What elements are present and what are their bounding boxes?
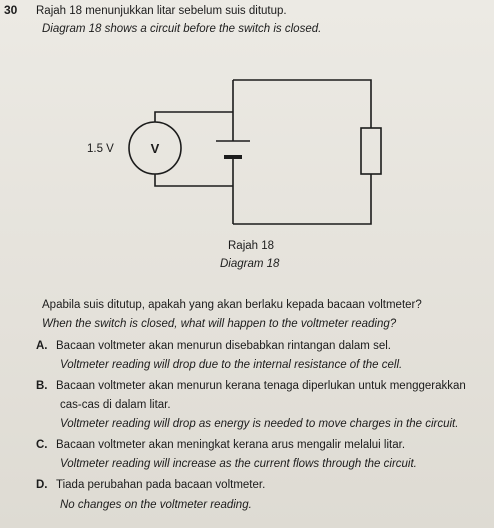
voltage-label: 1.5 V — [87, 143, 114, 155]
option-b-letter: B. — [36, 380, 48, 392]
option-a-letter: A. — [36, 340, 48, 352]
option-c-english: Voltmeter reading will increase as the c… — [60, 458, 417, 470]
option-b-malay-line1: Bacaan voltmeter akan menurun kerana ten… — [56, 380, 466, 392]
wire-bottom — [233, 174, 372, 225]
option-a-english: Voltmeter reading will drop due to the i… — [60, 359, 403, 371]
option-c-malay: Bacaan voltmeter akan meningkat kerana a… — [56, 439, 406, 451]
diagram-caption-malay: Rajah 18 — [228, 240, 275, 252]
resistor-icon — [360, 127, 382, 175]
option-d-english: No changes on the voltmeter reading. — [60, 499, 252, 511]
option-d-malay: Tiada perubahan pada bacaan voltmeter. — [56, 479, 266, 491]
wire-top — [233, 79, 372, 128]
option-c-letter: C. — [36, 439, 48, 451]
option-b[interactable]: B. Bacaan voltmeter akan menurun kerana t… — [36, 380, 466, 392]
question-stem-english: Diagram 18 shows a circuit before the sw… — [42, 23, 322, 35]
diagram-caption-english: Diagram 18 — [220, 258, 280, 270]
option-d-letter: D. — [36, 479, 48, 491]
option-b-malay-line2: cas-cas di dalam litar. — [60, 399, 171, 411]
option-b-english: Voltmeter reading will drop as energy is… — [60, 418, 459, 430]
option-a-malay: Bacaan voltmeter akan menurun disebabkan… — [56, 340, 391, 352]
option-c[interactable]: C. Bacaan voltmeter akan meningkat kerana… — [36, 439, 405, 451]
voltmeter-icon — [128, 121, 182, 175]
option-d[interactable]: D. Tiada perubahan pada bacaan voltmeter. — [36, 479, 265, 491]
question-prompt-english: When the switch is closed, what will hap… — [42, 318, 397, 330]
voltmeter-symbol: V — [151, 141, 160, 156]
question-prompt-malay: Apabila suis ditutup, apakah yang akan b… — [42, 299, 422, 311]
question-number: 30 — [4, 3, 18, 17]
wire-voltmeter-top — [154, 111, 233, 122]
option-a[interactable]: A. Bacaan voltmeter akan menurun disebabk… — [36, 340, 391, 352]
question-stem-malay: Rajah 18 menunjukkan litar sebelum suis … — [36, 5, 287, 17]
wire-voltmeter-bottom — [154, 174, 233, 187]
